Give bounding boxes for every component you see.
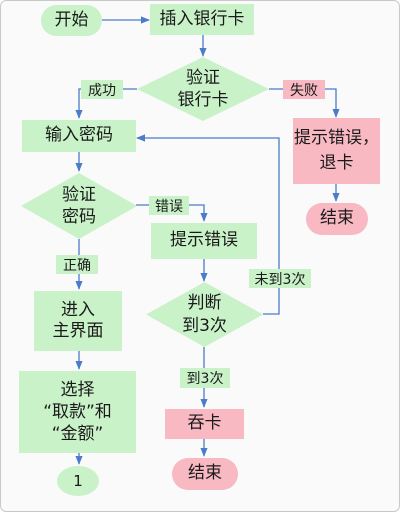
reached-three-edge-label: 到3次 (180, 368, 230, 388)
not-three-edge-label: 未到3次 (249, 269, 311, 288)
prompt-error-return-node: 提示错误， 退卡 (293, 118, 380, 184)
verify-password-label: 验证 密码 (62, 184, 96, 227)
swallow-card-node: 吞卡 (165, 409, 244, 439)
connector-node: 1 (57, 466, 99, 496)
enter-password-node: 输入密码 (22, 120, 136, 152)
choose-withdraw-node: 选择 “取款”和 “金额” (19, 371, 136, 453)
verify-password-decision: 验证 密码 (21, 173, 137, 239)
verify-card-label: 验证 银行卡 (177, 67, 229, 110)
judge-three-label: 判断 到3次 (182, 293, 227, 336)
prompt-error-node: 提示错误 (151, 223, 257, 259)
verify-card-diamond-shape (137, 57, 269, 121)
insert-card-node: 插入银行卡 (150, 4, 254, 35)
judge-three-diamond-shape (146, 282, 263, 347)
judge-three-decision: 判断 到3次 (146, 282, 263, 347)
success-edge-label: 成功 (81, 80, 123, 99)
verify-password-diamond-shape (21, 173, 137, 239)
end-right-node: 结束 (306, 203, 368, 235)
error-edge-label: 错误 (149, 196, 189, 215)
fail-edge-label: 失败 (283, 80, 325, 99)
correct-edge-label: 正确 (56, 255, 98, 274)
main-screen-node: 进入 主界面 (34, 291, 122, 351)
edge-judge-retry (136, 134, 280, 315)
verify-card-decision: 验证 银行卡 (137, 57, 269, 121)
start-node: 开始 (41, 5, 102, 36)
end-bottom-node: 结束 (172, 458, 238, 490)
